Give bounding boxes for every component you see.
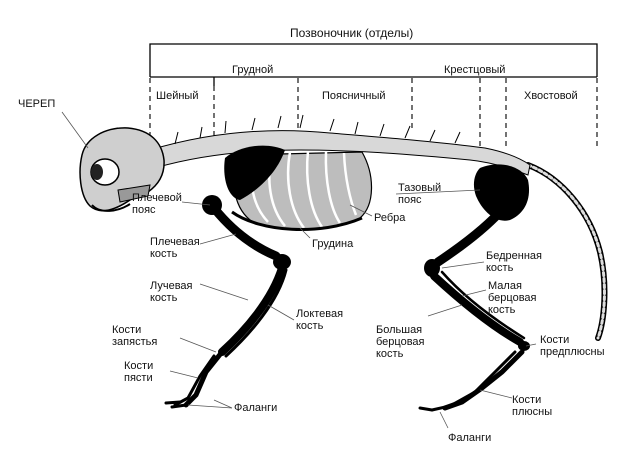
ulna-label: Локтевая кость: [296, 308, 344, 332]
scapula: [224, 145, 285, 200]
phalanges-front-label: Фаланги: [234, 402, 278, 414]
carpals-label: Кости запястья: [112, 324, 158, 348]
section-dividers: [149, 78, 598, 150]
metacarpals-label: Кости пясти: [124, 360, 154, 384]
shoulder-girdle-label: Плечевой пояс: [132, 192, 182, 216]
pelvis: [473, 164, 530, 221]
tarsals-label: Кости предплюсны: [540, 334, 605, 358]
radius-label: Лучевая кость: [150, 280, 193, 304]
pointer-lines: [61, 111, 537, 429]
section-lumbar-label: Поясничный: [322, 90, 386, 102]
metatarsals-label: Кости плюсны: [512, 394, 553, 418]
vertebrae: [149, 114, 531, 176]
ribs-label: Ребра: [374, 212, 406, 224]
section-cervical-label: Шейный: [156, 90, 199, 102]
sternum: [231, 210, 363, 231]
tibia-label: Большая берцовая кость: [376, 324, 425, 360]
femur-label: Бедренная кость: [486, 250, 542, 274]
fibula-label: Малая берцовая кость: [488, 280, 537, 316]
humerus-label: Плечевая кость: [150, 236, 200, 260]
section-caudal-label: Хвостовой: [524, 90, 578, 102]
section-sacral-label: Крестцовый: [444, 64, 506, 76]
spine-bracket: [149, 43, 598, 86]
hind-leg: [418, 207, 530, 412]
front-leg: [164, 203, 291, 409]
skull: [79, 127, 165, 212]
phalanges-hind-label: Фаланги: [448, 432, 492, 444]
pelvic-girdle-label: Тазовый пояс: [398, 182, 442, 206]
spine-title: Позвоночник (отделы): [290, 26, 414, 40]
section-thoracic-label: Грудной: [232, 64, 274, 76]
skull-label: ЧЕРЕП: [18, 98, 56, 110]
sternum-label: Грудина: [312, 238, 354, 250]
